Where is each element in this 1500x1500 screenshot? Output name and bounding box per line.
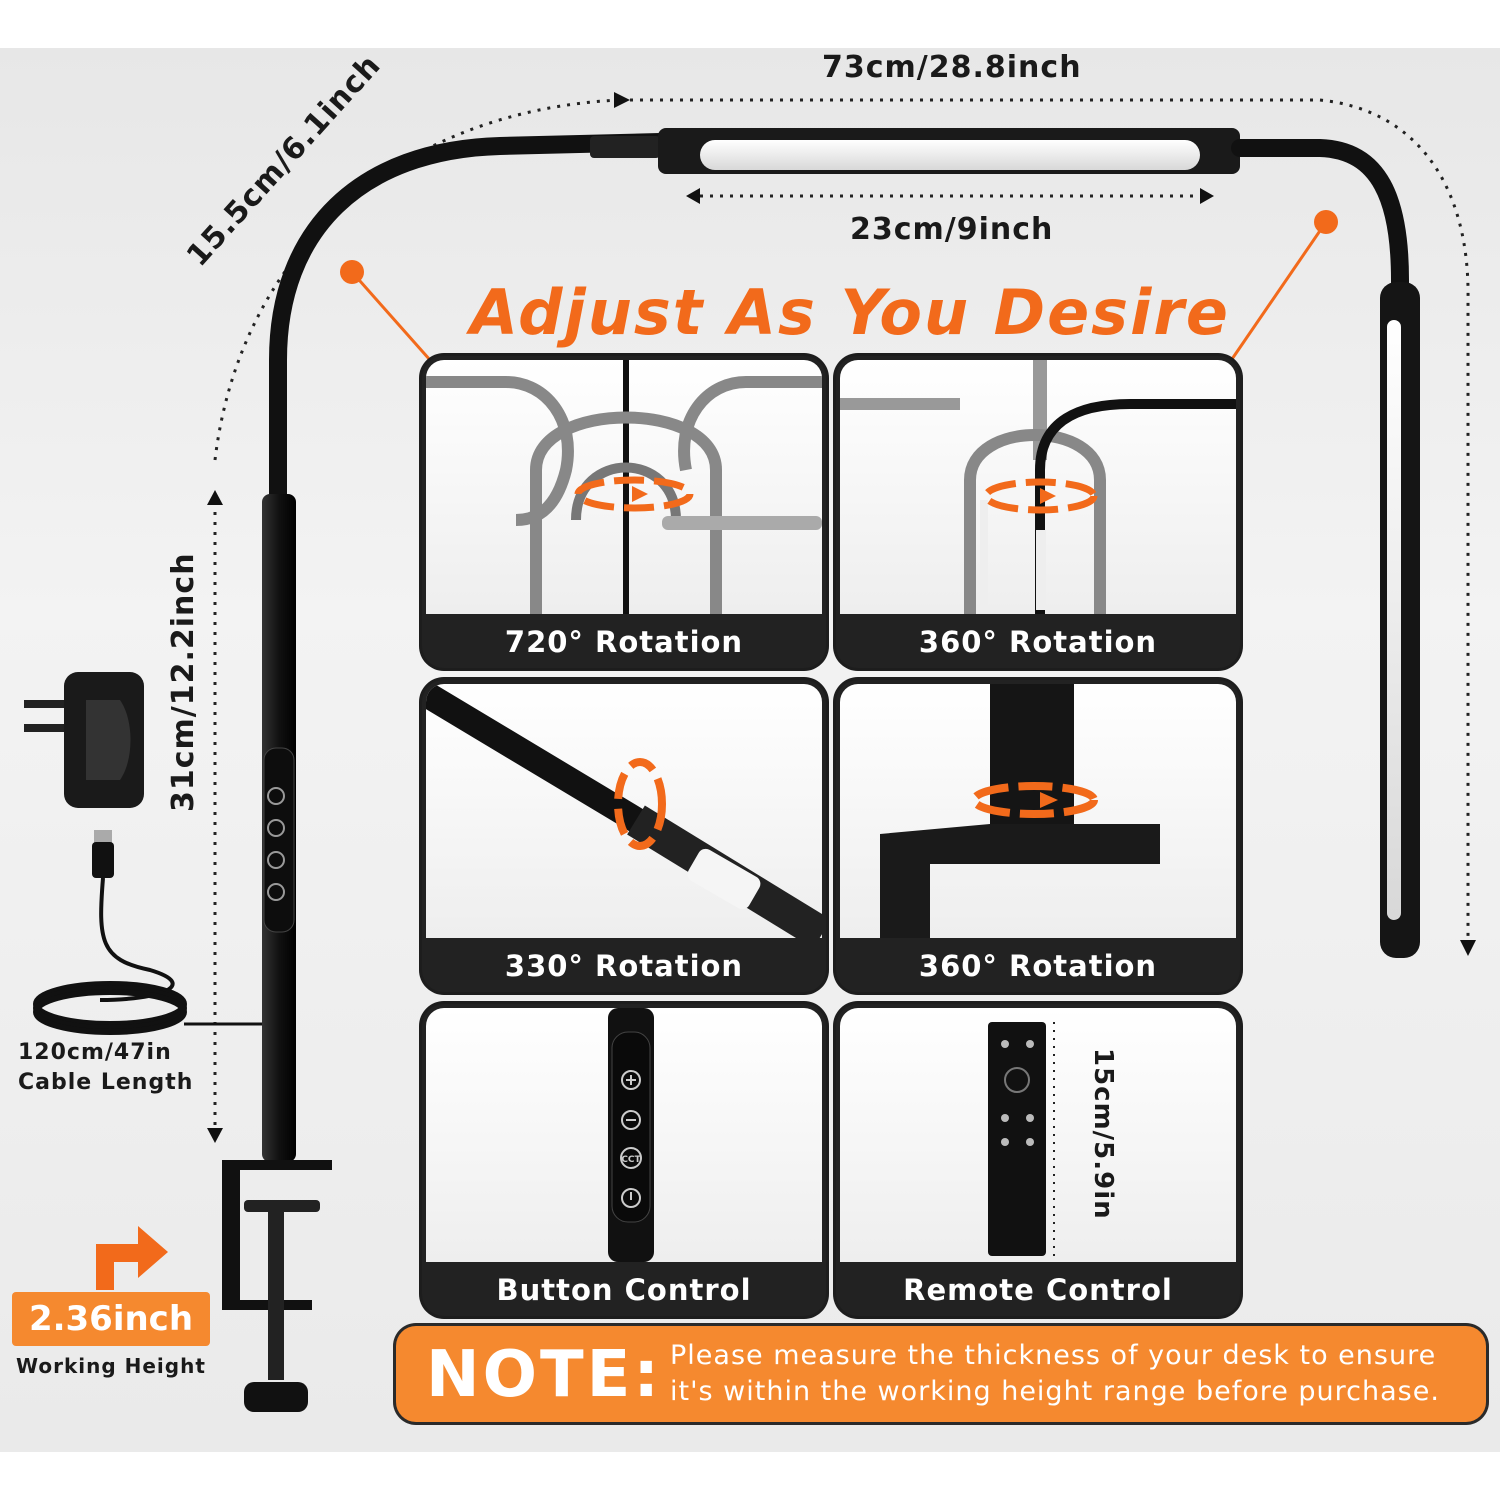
panel-photo xyxy=(840,684,1236,938)
panel-caption: 720° Rotation xyxy=(504,625,744,659)
note-text: Please measure the thickness of your des… xyxy=(670,1338,1440,1410)
usb-plug-icon xyxy=(92,830,175,1002)
panel-remote-control: 15cm/5.9in Remote Control xyxy=(836,1004,1240,1316)
panel-photo: 15cm/5.9in xyxy=(840,1008,1236,1262)
rotation-illustration xyxy=(880,684,1160,938)
panel-caption: 360° Rotation xyxy=(918,949,1158,983)
panel-caption: 330° Rotation xyxy=(504,949,744,983)
headline: Adjust As You Desire xyxy=(470,276,1230,349)
rotation-illustration xyxy=(840,360,1236,614)
panel-720-rotation: 720° Rotation xyxy=(422,356,826,668)
light-bar-length-label: 23cm/9inch xyxy=(850,212,1054,247)
cct-button-ring xyxy=(620,1147,642,1169)
remote-icon xyxy=(988,1022,1055,1256)
total-width-label: 73cm/28.8inch xyxy=(822,50,1082,85)
panel-caption: 360° Rotation xyxy=(918,625,1158,659)
rotation-illustration xyxy=(426,684,822,938)
rotate-arrow-icon xyxy=(574,476,694,512)
rotate-arrow-icon xyxy=(982,478,1098,514)
note-label: NOTE: xyxy=(426,1338,662,1412)
panel-360-rotation-base: 360° Rotation xyxy=(836,680,1240,992)
panel-330-rotation: 330° Rotation xyxy=(422,680,826,992)
cct-button-label: CCT xyxy=(621,1155,641,1165)
minus-icon xyxy=(621,1110,641,1130)
lamp-body xyxy=(222,128,1420,1412)
panel-photo xyxy=(426,684,822,938)
power-icon xyxy=(621,1188,641,1208)
rotate-arrow-icon xyxy=(970,782,1098,818)
note-line-2: it's within the working height range bef… xyxy=(670,1376,1440,1407)
rotation-illustration xyxy=(426,360,822,614)
note-banner: NOTE: Please measure the thickness of yo… xyxy=(396,1326,1486,1422)
panel-caption: Remote Control xyxy=(903,1273,1173,1307)
pole-height-label: 31cm/12.2inch xyxy=(166,552,201,812)
panel-photo xyxy=(426,360,822,614)
cable-length-value: 120cm/47in xyxy=(18,1040,172,1065)
remote-height-label: 15cm/5.9in xyxy=(1088,1048,1118,1220)
button-control-illustration: CCT xyxy=(608,1008,654,1262)
working-height-label: Working Height xyxy=(16,1354,206,1378)
panel-photo: CCT xyxy=(426,1008,822,1262)
panel-button-control: CCT Button Control xyxy=(422,1004,826,1316)
callout-dot-right xyxy=(1314,210,1338,234)
cable-length-label: Cable Length xyxy=(18,1070,194,1095)
callout-dot-left xyxy=(340,260,364,284)
rotate-arrow-icon xyxy=(614,758,666,850)
panel-caption: Button Control xyxy=(496,1273,752,1307)
working-height-value: 2.36inch xyxy=(12,1292,210,1346)
adapter-icon xyxy=(24,672,144,808)
orange-arrow-icon xyxy=(96,1226,168,1290)
panel-photo xyxy=(840,360,1236,614)
plus-icon xyxy=(621,1070,641,1090)
callout-lines xyxy=(350,221,1328,363)
dimension-arrows xyxy=(207,92,1476,1143)
cable-coil xyxy=(33,981,262,1035)
panel-360-rotation-top: 360° Rotation xyxy=(836,356,1240,668)
note-line-1: Please measure the thickness of your des… xyxy=(670,1340,1437,1371)
